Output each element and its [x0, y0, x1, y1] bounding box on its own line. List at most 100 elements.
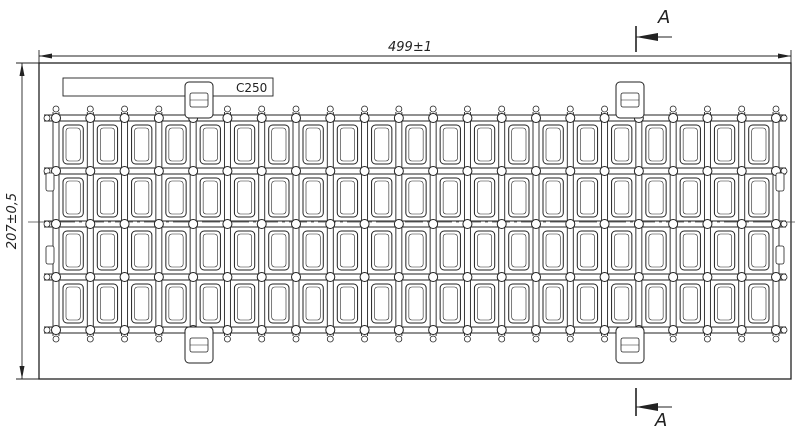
edge-lug: [464, 335, 471, 343]
grate-cell: [302, 177, 324, 218]
grid-node: [736, 272, 747, 282]
section-label-bottom: A: [654, 410, 667, 431]
grid-node: [565, 219, 576, 229]
grate-cell-inner: [614, 180, 630, 215]
grate-cell: [542, 124, 564, 165]
dimension-width-label: 207±0,5: [5, 193, 20, 249]
grate-cell: [268, 124, 290, 165]
grid-node: [325, 219, 336, 229]
grate-cell: [508, 177, 530, 218]
grid-node: [565, 113, 576, 123]
grid-node: [736, 219, 747, 229]
grate-cell: [199, 124, 221, 165]
side-slot: [45, 245, 55, 265]
grid-node: [599, 219, 610, 229]
grate-cell-inner: [511, 233, 527, 268]
grate-cell-inner: [442, 127, 458, 162]
grate-cell: [96, 230, 119, 271]
edge-lug: [464, 105, 471, 113]
grate-cell: [165, 283, 187, 324]
grid-node: [222, 113, 233, 123]
grid-node: [531, 272, 541, 282]
arrowhead-top: [19, 63, 25, 76]
grate-cell-inner: [237, 286, 253, 321]
edge-lug: [155, 335, 163, 343]
grid-node: [428, 219, 439, 229]
grate-cell-inner: [717, 127, 733, 162]
grate-cell-inner: [545, 286, 561, 321]
grate-cell: [371, 177, 393, 218]
grid-node: [188, 166, 199, 176]
grate-cell-inner: [579, 286, 595, 321]
grid-node: [256, 113, 267, 123]
grid-node: [496, 219, 507, 229]
edge-lug: [258, 105, 266, 113]
grate-cell-inner: [134, 286, 150, 321]
grate-cell-inner: [511, 127, 527, 162]
grid-node: [188, 219, 199, 229]
grid-node: [668, 166, 679, 176]
grid-node: [428, 325, 439, 335]
edge-lug: [498, 335, 506, 343]
grid-node: [393, 113, 404, 123]
grid-node: [771, 325, 781, 335]
grate-cell-inner: [717, 180, 733, 215]
grate-cell: [131, 177, 153, 218]
grid-node: [428, 113, 439, 123]
grid-node: [393, 325, 404, 335]
grate-cell-inner: [339, 127, 355, 162]
edge-lug: [326, 105, 334, 113]
grate-cell: [439, 177, 461, 218]
grate-cell: [62, 230, 84, 271]
grate-cell-inner: [477, 180, 493, 215]
grid-node: [496, 166, 507, 176]
grid-node: [291, 219, 301, 229]
grid-node: [153, 219, 164, 229]
grate-cell-inner: [682, 286, 698, 321]
grate-cell-inner: [682, 127, 698, 162]
grid-node: [599, 272, 610, 282]
grate-cell: [199, 177, 221, 218]
grate-cell: [233, 124, 256, 165]
grid-node: [496, 272, 507, 282]
grate-cell: [302, 124, 324, 165]
grate-cell-inner: [511, 180, 527, 215]
side-slot: [775, 172, 785, 192]
grid-node: [119, 113, 130, 123]
grate-cell-inner: [579, 233, 595, 268]
grid-node: [771, 272, 781, 282]
grid-node: [256, 166, 267, 176]
grate-cell: [542, 177, 564, 218]
grid-node: [359, 325, 370, 335]
grate-cell-inner: [717, 286, 733, 321]
edge-lug: [772, 335, 780, 343]
grate-cell: [62, 177, 84, 218]
grid-node: [633, 272, 644, 282]
grid-node: [325, 166, 336, 176]
edge-lug: [704, 105, 711, 113]
grate-cell: [645, 177, 667, 218]
grate-cell: [542, 283, 564, 324]
grid-node: [702, 166, 713, 176]
grid-node: [359, 166, 370, 176]
grid-node: [668, 219, 679, 229]
grid-node: [462, 113, 473, 123]
grate-cell-inner: [374, 286, 390, 321]
grate-cell-inner: [202, 127, 218, 162]
grate-cell-inner: [545, 180, 561, 215]
edge-lug: [224, 105, 231, 113]
edge-lug: [43, 326, 51, 334]
grate-cell-inner: [305, 233, 321, 268]
grate-cell: [748, 177, 770, 218]
grate-cell: [713, 177, 736, 218]
grid-node: [359, 113, 370, 123]
grid-node: [359, 219, 370, 229]
grid-node: [153, 113, 164, 123]
grate-cell-inner: [237, 180, 253, 215]
grate-cell-inner: [305, 127, 321, 162]
grid-node: [256, 272, 267, 282]
edge-lug: [498, 105, 506, 113]
grate-cell-inner: [442, 233, 458, 268]
grate-cell: [131, 283, 153, 324]
